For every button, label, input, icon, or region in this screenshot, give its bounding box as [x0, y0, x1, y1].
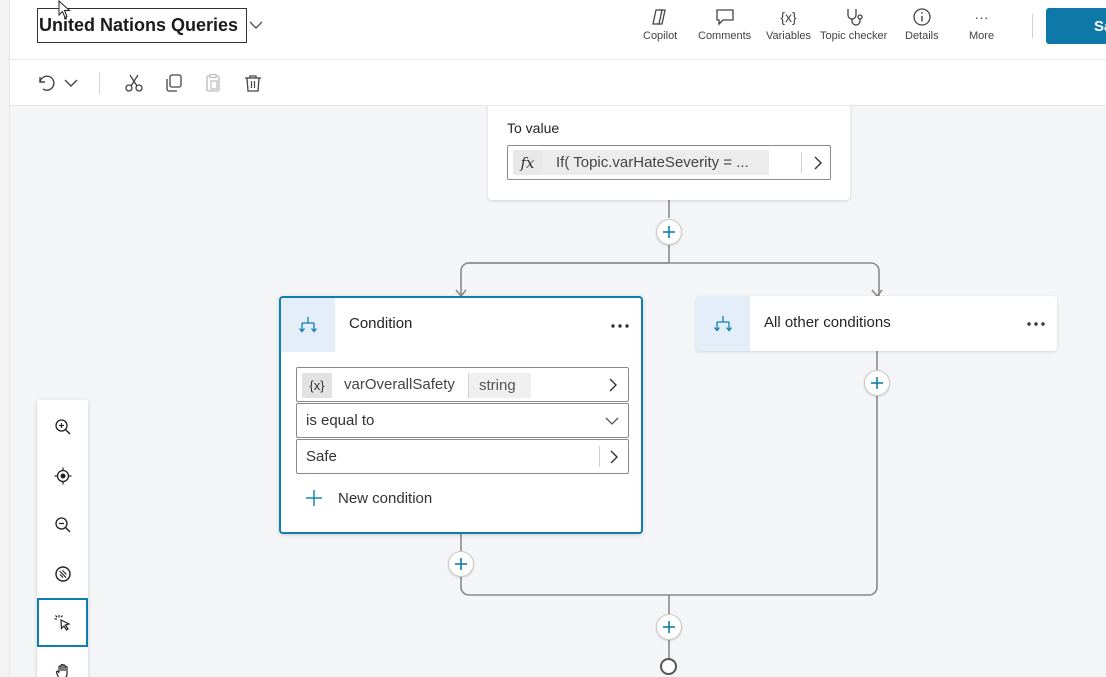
comments-button[interactable]: Comments — [698, 6, 751, 46]
mouse-cursor-icon — [58, 0, 71, 19]
chevron-down-icon — [605, 417, 619, 425]
copilot-icon — [649, 6, 671, 28]
zoom-out-button[interactable] — [37, 500, 88, 549]
topic-checker-label: Topic checker — [820, 30, 888, 42]
chevron-down-icon[interactable] — [248, 17, 264, 33]
formula-text: If( Topic.varHateSeverity = ... — [542, 150, 769, 175]
topic-checker-button[interactable]: Topic checker — [820, 6, 887, 46]
header-divider — [1032, 14, 1033, 38]
condition-branch-icon — [281, 298, 335, 352]
info-icon — [912, 6, 932, 28]
condition-branch-icon — [696, 296, 750, 351]
variable-icon: {x} — [302, 373, 332, 398]
variables-icon: {x} — [780, 9, 797, 25]
condition-operator-select[interactable]: is equal to — [296, 403, 629, 438]
add-node-button[interactable] — [864, 370, 890, 396]
paste-icon — [202, 72, 224, 94]
condition-title: Condition — [349, 315, 413, 332]
copilot-label: Copilot — [643, 30, 678, 42]
chevron-right-icon[interactable] — [606, 378, 620, 392]
condition-value: Safe — [306, 448, 337, 465]
field-divider — [599, 446, 600, 467]
field-divider — [801, 152, 802, 173]
condition-card[interactable]: Condition {x} varOverallSafety string is… — [279, 296, 643, 534]
operator-value: is equal to — [306, 412, 375, 429]
variables-button[interactable]: {x} Variables — [766, 6, 811, 46]
toolbar-divider — [99, 72, 100, 94]
add-node-button[interactable] — [448, 551, 474, 577]
comments-label: Comments — [698, 30, 752, 42]
left-edge-strip — [0, 0, 10, 677]
stethoscope-icon — [843, 6, 865, 28]
more-button[interactable]: ··· More — [969, 6, 994, 46]
variables-label: Variables — [766, 30, 812, 42]
cut-icon[interactable] — [123, 72, 145, 94]
new-condition-button[interactable]: New condition — [305, 489, 432, 507]
pan-hand-button[interactable] — [37, 647, 88, 677]
chevron-right-icon[interactable] — [811, 156, 825, 170]
plus-icon — [455, 558, 467, 570]
minimap-button[interactable] — [37, 549, 88, 598]
select-pointer-icon — [54, 614, 71, 631]
canvas-controls-panel — [37, 400, 88, 677]
fit-view-icon — [54, 467, 71, 484]
plus-icon — [663, 226, 675, 238]
authoring-canvas[interactable]: To value fx If( Topic.varHateSeverity = … — [10, 106, 1106, 677]
details-button[interactable]: Details — [905, 6, 939, 46]
to-value-label: To value — [507, 120, 560, 136]
topic-header: United Nations Queries Copilot Comments … — [10, 0, 1106, 60]
zoom-in-icon — [54, 418, 70, 434]
delete-icon[interactable] — [242, 72, 264, 94]
more-label: More — [969, 30, 995, 42]
flow-end-node — [660, 658, 677, 675]
copy-icon[interactable] — [163, 72, 185, 94]
chevron-right-icon[interactable] — [607, 450, 621, 464]
comment-icon — [715, 6, 735, 28]
more-options-icon[interactable] — [1026, 320, 1046, 328]
condition-value-field[interactable]: Safe — [296, 439, 629, 474]
details-label: Details — [905, 30, 939, 42]
more-icon: ··· — [974, 9, 989, 25]
new-condition-label: New condition — [338, 489, 433, 507]
other-conditions-title: All other conditions — [764, 314, 891, 331]
more-options-icon[interactable] — [610, 322, 630, 330]
plus-icon — [663, 621, 675, 633]
set-variable-card[interactable]: To value fx If( Topic.varHateSeverity = … — [488, 106, 850, 200]
condition-variable-field[interactable]: {x} varOverallSafety string — [296, 367, 629, 402]
minimap-icon — [54, 565, 71, 582]
variable-name: varOverallSafety — [344, 376, 455, 393]
select-pointer-button[interactable] — [37, 598, 88, 647]
plus-icon — [871, 377, 883, 389]
fx-icon: fx — [513, 150, 542, 175]
save-button[interactable]: Save — [1046, 8, 1106, 44]
zoom-in-button[interactable] — [37, 402, 88, 451]
pan-hand-icon — [55, 663, 68, 677]
variable-type: string — [468, 373, 531, 398]
add-node-button[interactable] — [656, 614, 682, 640]
add-node-button[interactable] — [656, 219, 682, 245]
all-other-conditions-card[interactable]: All other conditions — [696, 296, 1057, 351]
edit-toolbar — [10, 60, 1106, 106]
zoom-out-icon — [54, 516, 70, 532]
topic-title[interactable]: United Nations Queries — [37, 8, 248, 43]
chevron-down-icon[interactable] — [60, 72, 82, 94]
undo-icon[interactable] — [34, 72, 56, 94]
copilot-button[interactable]: Copilot — [643, 6, 677, 46]
to-value-formula-field[interactable]: fx If( Topic.varHateSeverity = ... — [507, 145, 831, 180]
fit-view-button[interactable] — [37, 451, 88, 500]
plus-icon — [306, 490, 322, 506]
